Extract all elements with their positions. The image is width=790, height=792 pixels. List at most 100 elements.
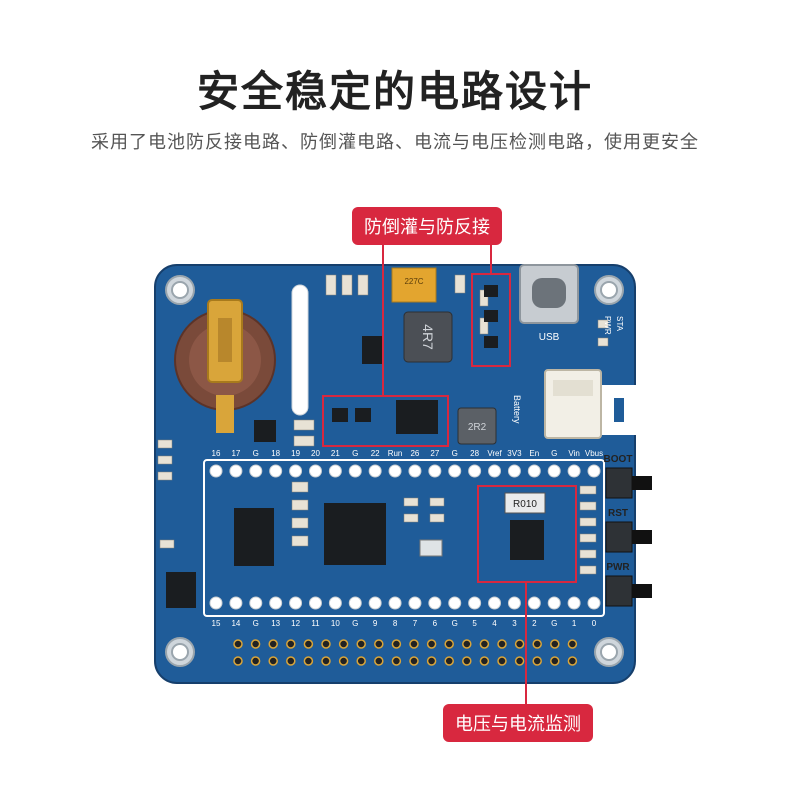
pad [328,464,342,478]
pad [527,464,541,478]
pad [269,464,283,478]
header-pin [338,656,349,666]
header-pin [374,656,384,666]
pad [388,596,402,610]
page-subtitle: 采用了电池防反接电路、防倒灌电路、电流与电压检测电路，使用更安全 [91,132,699,153]
bottom-pin-label: 14 [231,619,240,628]
top-pin-label: Vref [487,449,502,458]
header-pin [567,639,578,649]
top-pin-label: 26 [410,449,419,458]
top-pin-label: Run [388,449,403,458]
header-pin [303,656,314,666]
header-pin [550,639,560,649]
bottom-pin-label: G [253,619,259,628]
header-pin [233,656,243,666]
usb-label: USB [539,332,560,343]
pad [547,464,561,478]
header-pin [391,656,402,666]
rst-label: RST [608,508,628,519]
pwr-led-label: PWR [603,316,612,335]
usb-c-connector [519,264,579,324]
bottom-pin-label: 9 [373,619,378,628]
bottom-pin-label: 8 [393,619,398,628]
pad [209,464,223,478]
header-pin [391,639,402,649]
bottom-pin-label: 1 [572,619,577,628]
pad [368,596,382,610]
boot-label: BOOT [604,454,633,465]
bottom-pin-label: 6 [433,619,438,628]
pad [289,464,303,478]
callout-monitor: 电压与电流监测 [443,704,593,742]
top-pin-label: G [352,449,358,458]
header-pin [514,656,525,666]
pad [408,596,422,610]
header-pin [303,639,314,649]
header-pin [550,656,560,666]
pad [269,596,283,610]
pad [408,464,422,478]
header-pin [250,639,261,649]
pad [488,596,502,610]
callout-reverse-protection: 防倒灌与防反接 [352,207,502,245]
mounting-holes [165,275,624,667]
pad [527,596,541,610]
battery-connector [544,369,602,439]
bottom-pin-label: 0 [592,619,597,628]
page-title: 安全稳定的电路设计 [196,67,593,116]
header-pin [497,656,507,666]
bottom-pad-row [209,596,601,610]
pad [209,596,223,610]
coin-battery-holder [174,299,276,433]
top-pin-label: 16 [212,449,221,458]
pad [507,596,521,610]
pad [348,464,362,478]
bottom-pin-label: 2 [532,619,537,628]
top-pin-label: 27 [430,449,439,458]
header-pin [356,639,366,649]
bottom-pin-label: 7 [413,619,418,628]
inductor2-marking: 2R2 [468,422,487,433]
header-pin [462,656,472,666]
pad [468,464,482,478]
cap-marking: 227C [404,277,423,286]
battery-label: Battery [512,395,522,424]
top-pin-label: 3V3 [507,449,522,458]
header-pin [286,639,296,649]
bottom-pin-label: 13 [271,619,280,628]
header-pin [268,639,278,649]
bottom-pin-label: 11 [311,619,320,628]
header-pin [374,639,384,649]
pad [289,596,303,610]
bottom-pin-label: 5 [472,619,477,628]
pad [249,596,263,610]
top-pin-label: 28 [470,449,479,458]
top-pin-label: G [551,449,557,458]
header-pin [444,639,454,649]
pad [388,464,402,478]
pad [448,596,462,610]
top-pad-row [209,464,601,478]
pad [488,464,502,478]
header-pin [409,639,419,649]
pad [348,596,362,610]
bottom-pin-label: G [452,619,458,628]
header-pin [514,639,525,649]
protection-parts [332,285,498,422]
top-pin-label: 19 [291,449,300,458]
header-pin [479,639,490,649]
side-buttons [605,467,652,607]
resistor-marking: R010 [513,499,537,510]
pad [229,596,243,610]
header-pin [321,656,331,666]
gpio-header [233,639,578,666]
pad [587,464,601,478]
top-pin-label: En [529,449,539,458]
pad [229,464,243,478]
highlight-reverse-protection [322,395,449,447]
header-pin [497,639,507,649]
pad [448,464,462,478]
